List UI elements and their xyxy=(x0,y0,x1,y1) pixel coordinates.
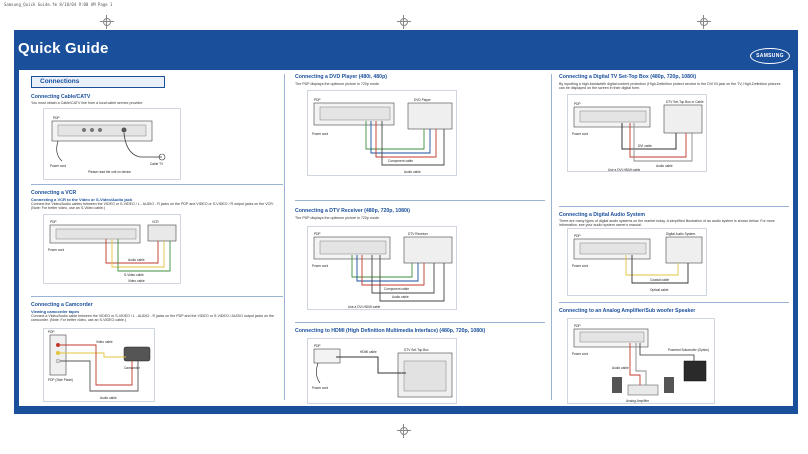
registration-mark-bottom xyxy=(397,424,411,438)
section-text-dtv: The PDP displays the optimum picture in … xyxy=(295,216,380,220)
section-title-dtv: Connecting a DTV Receiver (480p, 720p, 1… xyxy=(295,208,411,214)
section-text-stb: By inputting a high-bandwidth digital co… xyxy=(559,82,781,91)
label-audio-cable: Audio cable xyxy=(656,164,673,168)
column-1: Connections Connecting Cable/CATV You mu… xyxy=(31,70,291,406)
column-divider xyxy=(551,74,552,400)
registration-mark-center xyxy=(397,15,411,29)
label-audio-cable: Audio cable xyxy=(404,170,421,174)
label-dtv-receiver: DTV Receiver xyxy=(408,232,429,236)
label-pdp: PDP xyxy=(574,324,581,328)
section-divider xyxy=(559,206,789,207)
diagram-vcr: PDP VCR Power cord Audio cable S-Video c… xyxy=(43,214,181,284)
diagram-hdmi: PDP Power cord HDMI cable DTV Set-Top Bo… xyxy=(307,338,457,404)
label-pdp: PDP xyxy=(574,234,581,238)
label-power-cord: Power cord xyxy=(312,132,328,136)
label-subwoofer: Powered Subwoofer (Option) xyxy=(668,348,709,352)
section-divider xyxy=(295,322,545,323)
page-title: Quick Guide xyxy=(18,40,109,57)
section-divider xyxy=(295,200,545,201)
section-text-vcr: Connect the Video/Audio cables between t… xyxy=(31,202,274,211)
label-pdp: PDP xyxy=(574,102,581,106)
column-divider xyxy=(284,74,285,400)
section-title-dvd: Connecting a DVD Player (480i, 480p) xyxy=(295,74,387,80)
label-power-cord: Power cord xyxy=(48,248,64,252)
print-header: Samsung_Quick Guide.fm 8/18/04 9:08 AM P… xyxy=(4,2,113,7)
label-cable-tv: Cable TV xyxy=(150,162,164,166)
label-plug-note: Please read the unit on device xyxy=(88,170,131,174)
label-power-cord: Power cord xyxy=(50,164,66,168)
label-pdp: PDP xyxy=(314,344,321,348)
brand-logo: SAMSUNG xyxy=(750,48,790,64)
diagram-stb: PDP DTV Set-Top Box or Cable Power cord … xyxy=(567,94,707,172)
section-divider xyxy=(31,296,283,297)
label-power-cord: Power cord xyxy=(312,386,328,390)
subtitle-vcr: Connecting a VCR to the Video or S-Video… xyxy=(31,197,133,202)
label-camcorder: Camcorder xyxy=(124,366,141,370)
label-coaxial-cable: Coaxial cable xyxy=(650,278,669,282)
label-pdp: PDP xyxy=(314,232,321,236)
section-title-hdmi: Connecting to HDMI (High Definition Mult… xyxy=(295,328,486,334)
label-component-cable: Component cable xyxy=(388,159,413,163)
section-title-stb: Connecting a Digital TV Set-Top Box (480… xyxy=(559,74,697,80)
label-svideo-cable: S-Video cable xyxy=(124,273,144,277)
label-pdp: PDP xyxy=(50,220,57,224)
label-dvi-cable: Use a DVI-HDMI cable xyxy=(348,305,380,309)
section-title-digital-audio: Connecting a Digital Audio System xyxy=(559,212,645,218)
diagram-camcorder: PDP PDP (Side Panel) Video cable Camcord… xyxy=(43,328,155,402)
label-pdp: PDP xyxy=(48,330,55,334)
section-divider xyxy=(559,302,789,303)
column-2: Connecting a DVD Player (480i, 480p) The… xyxy=(289,70,549,406)
guide-content: Connections Connecting Cable/CATV You mu… xyxy=(19,70,793,406)
label-vcr: VCR xyxy=(152,220,159,224)
label-pdp: PDP xyxy=(314,98,321,102)
column-3: Connecting a Digital TV Set-Top Box (480… xyxy=(557,70,793,406)
diagram-dtv: PDP DTV Receiver Power cord Component ca… xyxy=(307,226,457,310)
label-dvi-hdmi: Use a DVI-HDMI cable xyxy=(608,168,640,172)
guide-frame: Quick Guide SAMSUNG Connections Connecti… xyxy=(14,30,798,414)
label-power-cord: Power cord xyxy=(572,264,588,268)
label-power-cord: Power cord xyxy=(572,132,588,136)
diagram-digital-audio: PDP Digital Audio System Power cord Coax… xyxy=(567,228,707,296)
diagram-dvd: PDP DVD Player Power cord Component cabl… xyxy=(307,90,457,176)
label-optical-cable: Optical cable xyxy=(650,288,669,292)
label-amplifier: Analog Amplifier xyxy=(626,399,650,403)
section-title-cable: Connecting Cable/CATV xyxy=(31,94,91,100)
label-stb: DTV Set-Top Box xyxy=(404,348,429,352)
label-audio-system: Digital Audio System xyxy=(666,232,696,236)
section-text-cable: You must obtain a Cable/CATV line from a… xyxy=(31,101,144,105)
label-component-cable: Component cable xyxy=(384,287,409,291)
subtitle-camcorder: Viewing camcorder tapes xyxy=(31,309,80,314)
label-dvd-player: DVD Player xyxy=(414,98,432,102)
label-pdp: PDP xyxy=(53,116,60,120)
registration-mark-right xyxy=(697,15,711,29)
label-side-panel: PDP (Side Panel) xyxy=(48,378,73,382)
label-hdmi-cable: HDMI cable xyxy=(360,350,377,354)
section-text-digital-audio: There are many types of digital audio sy… xyxy=(559,219,775,228)
section-text-camcorder: Connect a Video/Audio cable between the … xyxy=(31,314,275,323)
connections-tag: Connections xyxy=(31,76,165,88)
label-audio-cable: Audio cable xyxy=(100,396,117,400)
label-audio-cable: Audio cable xyxy=(392,295,409,299)
section-title-camcorder: Connecting a Camcorder xyxy=(31,302,93,308)
section-text-dvd: The PDP displays the optimum picture in … xyxy=(295,82,380,86)
label-video-cable: Video cable xyxy=(128,279,145,283)
label-audio-cable: Audio cable xyxy=(128,258,145,262)
label-set-top: DTV Set-Top Box or Cable xyxy=(666,100,704,104)
registration-mark-left xyxy=(100,15,114,29)
section-title-amplifier: Connecting to an Analog Amplifier/Sub wo… xyxy=(559,308,696,314)
section-title-vcr: Connecting a VCR xyxy=(31,190,77,196)
label-power-cord: Power cord xyxy=(312,264,328,268)
diagram-cable: PDP Power cord Cable TV Please read the … xyxy=(43,108,181,180)
diagram-amplifier: PDP Power cord Audio cable Powered Subwo… xyxy=(567,318,715,404)
label-audio-cable: Audio cable xyxy=(612,366,629,370)
section-divider xyxy=(31,184,283,185)
label-dvi-cable: DVI cable xyxy=(638,144,652,148)
label-video-cable: Video cable xyxy=(96,340,113,344)
label-power-cord: Power cord xyxy=(572,352,588,356)
